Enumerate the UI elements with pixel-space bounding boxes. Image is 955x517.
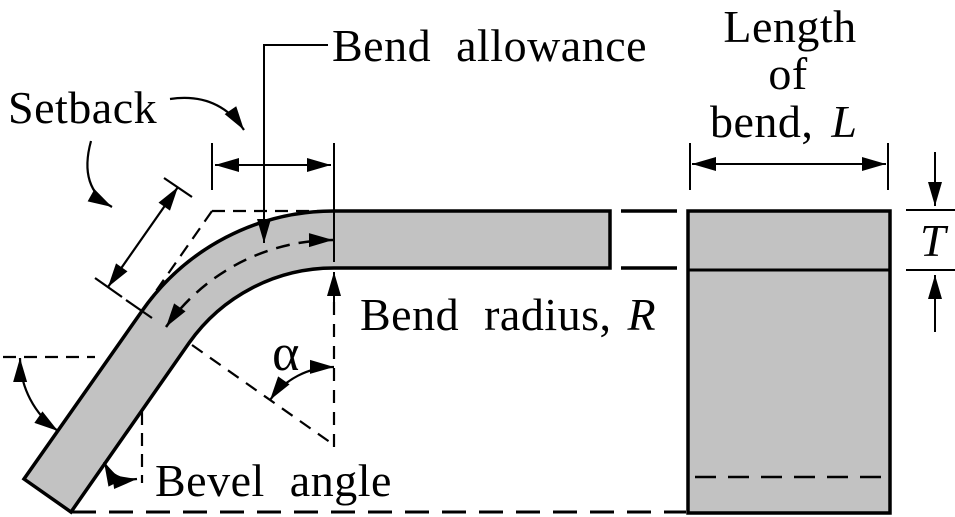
bend-end-view-rect xyxy=(686,209,892,515)
setback-label: Setback xyxy=(8,82,157,133)
setback-dimension xyxy=(107,186,179,288)
bevel-angle-label: Bevel angle xyxy=(155,455,392,506)
length-of-bend-label-line1: Length xyxy=(723,1,856,52)
setback-pointer-arrow-down xyxy=(86,140,113,208)
bend-radius-words: Bend radius, xyxy=(360,289,612,340)
length-of-bend-label-line3: bend, L xyxy=(710,96,858,147)
tangent-point-tick xyxy=(125,299,153,319)
setback-tick-upper xyxy=(163,177,193,198)
bend-allowance-leader xyxy=(257,44,328,243)
length-symbol: L xyxy=(830,96,857,147)
bend-radius-symbol: R xyxy=(627,289,657,340)
bend-radius-label: Bend radius, R xyxy=(360,289,656,340)
bend-allowance-label: Bend allowance xyxy=(332,20,647,71)
length-of-bend-word: bend, xyxy=(710,96,813,147)
bevel-angle-arc-right xyxy=(103,461,138,490)
setback-pointer-arrow-right xyxy=(169,96,245,131)
length-of-bend-label-line2: of xyxy=(768,48,808,99)
setback-tick-lower xyxy=(94,277,123,298)
bend-angle-arc xyxy=(269,359,335,401)
bend-radius-diagonal-line xyxy=(191,344,335,446)
bevel-angle-arc-left xyxy=(13,357,59,432)
bend-angle-symbol: α xyxy=(272,325,300,382)
bend-allowance-arc xyxy=(164,233,334,328)
thickness-symbol: T xyxy=(920,215,949,266)
